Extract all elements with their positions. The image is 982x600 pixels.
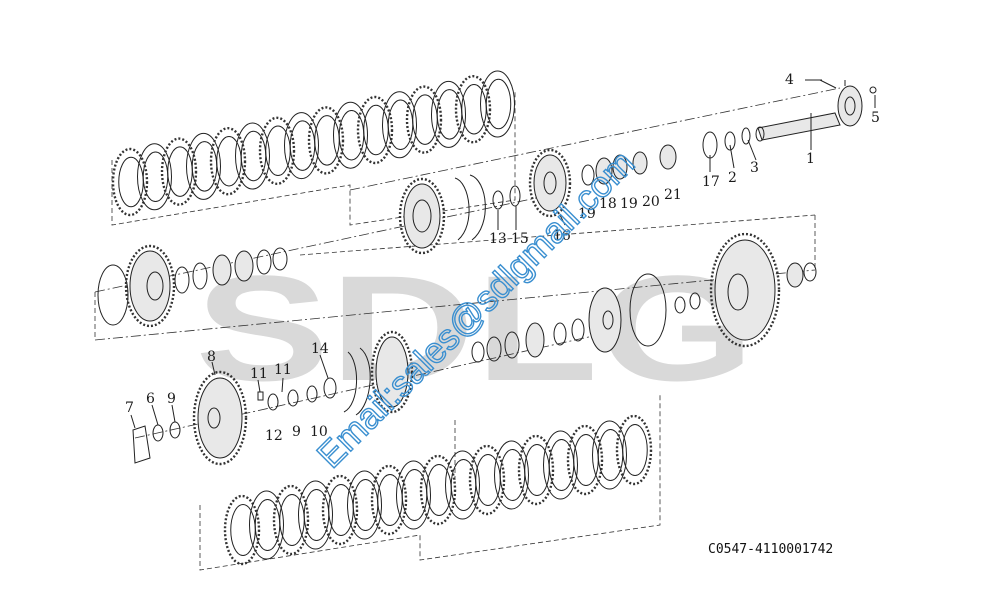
clutch-plate <box>111 147 149 217</box>
clutch-plate-bore <box>450 459 477 511</box>
clutch-plate-bore <box>499 449 526 501</box>
callout-14: 14 <box>311 341 329 357</box>
callout-labels: 1 2 3 4 5 6 7 8 9 9 10 11 11 12 13 14 15… <box>125 72 880 444</box>
clutch-plate <box>419 454 457 526</box>
callout-9-right: 9 <box>292 424 301 440</box>
clutch-plate <box>454 74 492 144</box>
clutch-plate <box>321 474 359 546</box>
clutch-plate <box>272 484 310 556</box>
clutch-plate <box>298 480 333 550</box>
callout-7: 7 <box>125 400 134 416</box>
clutch-plate <box>445 450 480 520</box>
clutch-plate <box>566 424 604 496</box>
clutch-plate-bore <box>597 429 624 481</box>
callout-19-right: 19 <box>620 196 638 212</box>
upper-rings <box>398 127 751 255</box>
upper-clutch-plate-pack <box>111 70 516 226</box>
clutch-plate <box>480 70 515 138</box>
clutch-plate <box>235 122 270 190</box>
callout-12: 12 <box>265 428 283 444</box>
clutch-plate <box>258 116 296 186</box>
clutch-plate <box>137 143 172 211</box>
clutch-plate <box>615 414 653 486</box>
clutch-plate <box>431 80 466 148</box>
callout-9-left: 9 <box>167 391 176 407</box>
clutch-plate <box>347 470 382 540</box>
callout-1: 1 <box>806 151 815 167</box>
callout-21: 21 <box>664 187 682 203</box>
clutch-plate <box>592 420 627 490</box>
callout-19-left: 19 <box>578 206 596 222</box>
clutch-plate <box>223 494 261 566</box>
callout-leaders <box>130 79 876 429</box>
callout-6: 6 <box>146 391 155 407</box>
lower-gear-group <box>132 370 337 466</box>
callout-11-left: 11 <box>250 366 268 382</box>
callout-4: 4 <box>785 72 794 88</box>
input-shaft <box>755 79 877 142</box>
clutch-plate <box>396 460 431 530</box>
callout-2: 2 <box>728 170 737 186</box>
callout-3: 3 <box>750 160 759 176</box>
background-logo: SDLG <box>195 244 755 412</box>
clutch-plate <box>249 490 284 560</box>
callout-20: 20 <box>642 194 660 210</box>
callout-5: 5 <box>871 110 880 126</box>
clutch-plate-bore <box>622 424 648 476</box>
drawing-code: C0547-4110001742 <box>708 542 833 557</box>
clutch-plate <box>382 91 417 159</box>
callout-16: 16 <box>553 228 571 244</box>
clutch-plate-bore <box>401 469 428 521</box>
clutch-plate-bore <box>230 504 256 556</box>
clutch-plate-bore <box>118 156 144 208</box>
clutch-plate <box>333 101 368 169</box>
clutch-plate <box>543 430 578 500</box>
callout-15: 15 <box>511 231 529 247</box>
clutch-plate <box>370 464 408 536</box>
callout-10: 10 <box>310 424 328 440</box>
clutch-plate <box>160 137 198 206</box>
clutch-plate <box>186 132 221 200</box>
callout-17: 17 <box>702 174 720 190</box>
clutch-plate <box>284 112 319 180</box>
clutch-plate-bore <box>254 499 281 551</box>
clutch-plate <box>517 434 555 506</box>
clutch-plate-bore <box>485 78 512 130</box>
callout-8: 8 <box>207 349 216 365</box>
lower-clutch-plate-pack <box>199 395 661 571</box>
clutch-plate <box>405 85 443 154</box>
middle-assembly <box>97 232 817 416</box>
callout-13: 13 <box>489 231 507 247</box>
callout-11-right: 11 <box>274 362 292 378</box>
clutch-plate <box>307 106 345 175</box>
clutch-plate <box>468 444 506 516</box>
clutch-plate <box>356 95 394 165</box>
clutch-plate-bore <box>352 479 379 531</box>
clutch-plate <box>209 126 247 196</box>
clutch-plate <box>494 440 529 510</box>
clutch-plate-bore <box>548 439 575 491</box>
callout-18: 18 <box>599 196 617 212</box>
clutch-plate-bore <box>303 489 330 541</box>
